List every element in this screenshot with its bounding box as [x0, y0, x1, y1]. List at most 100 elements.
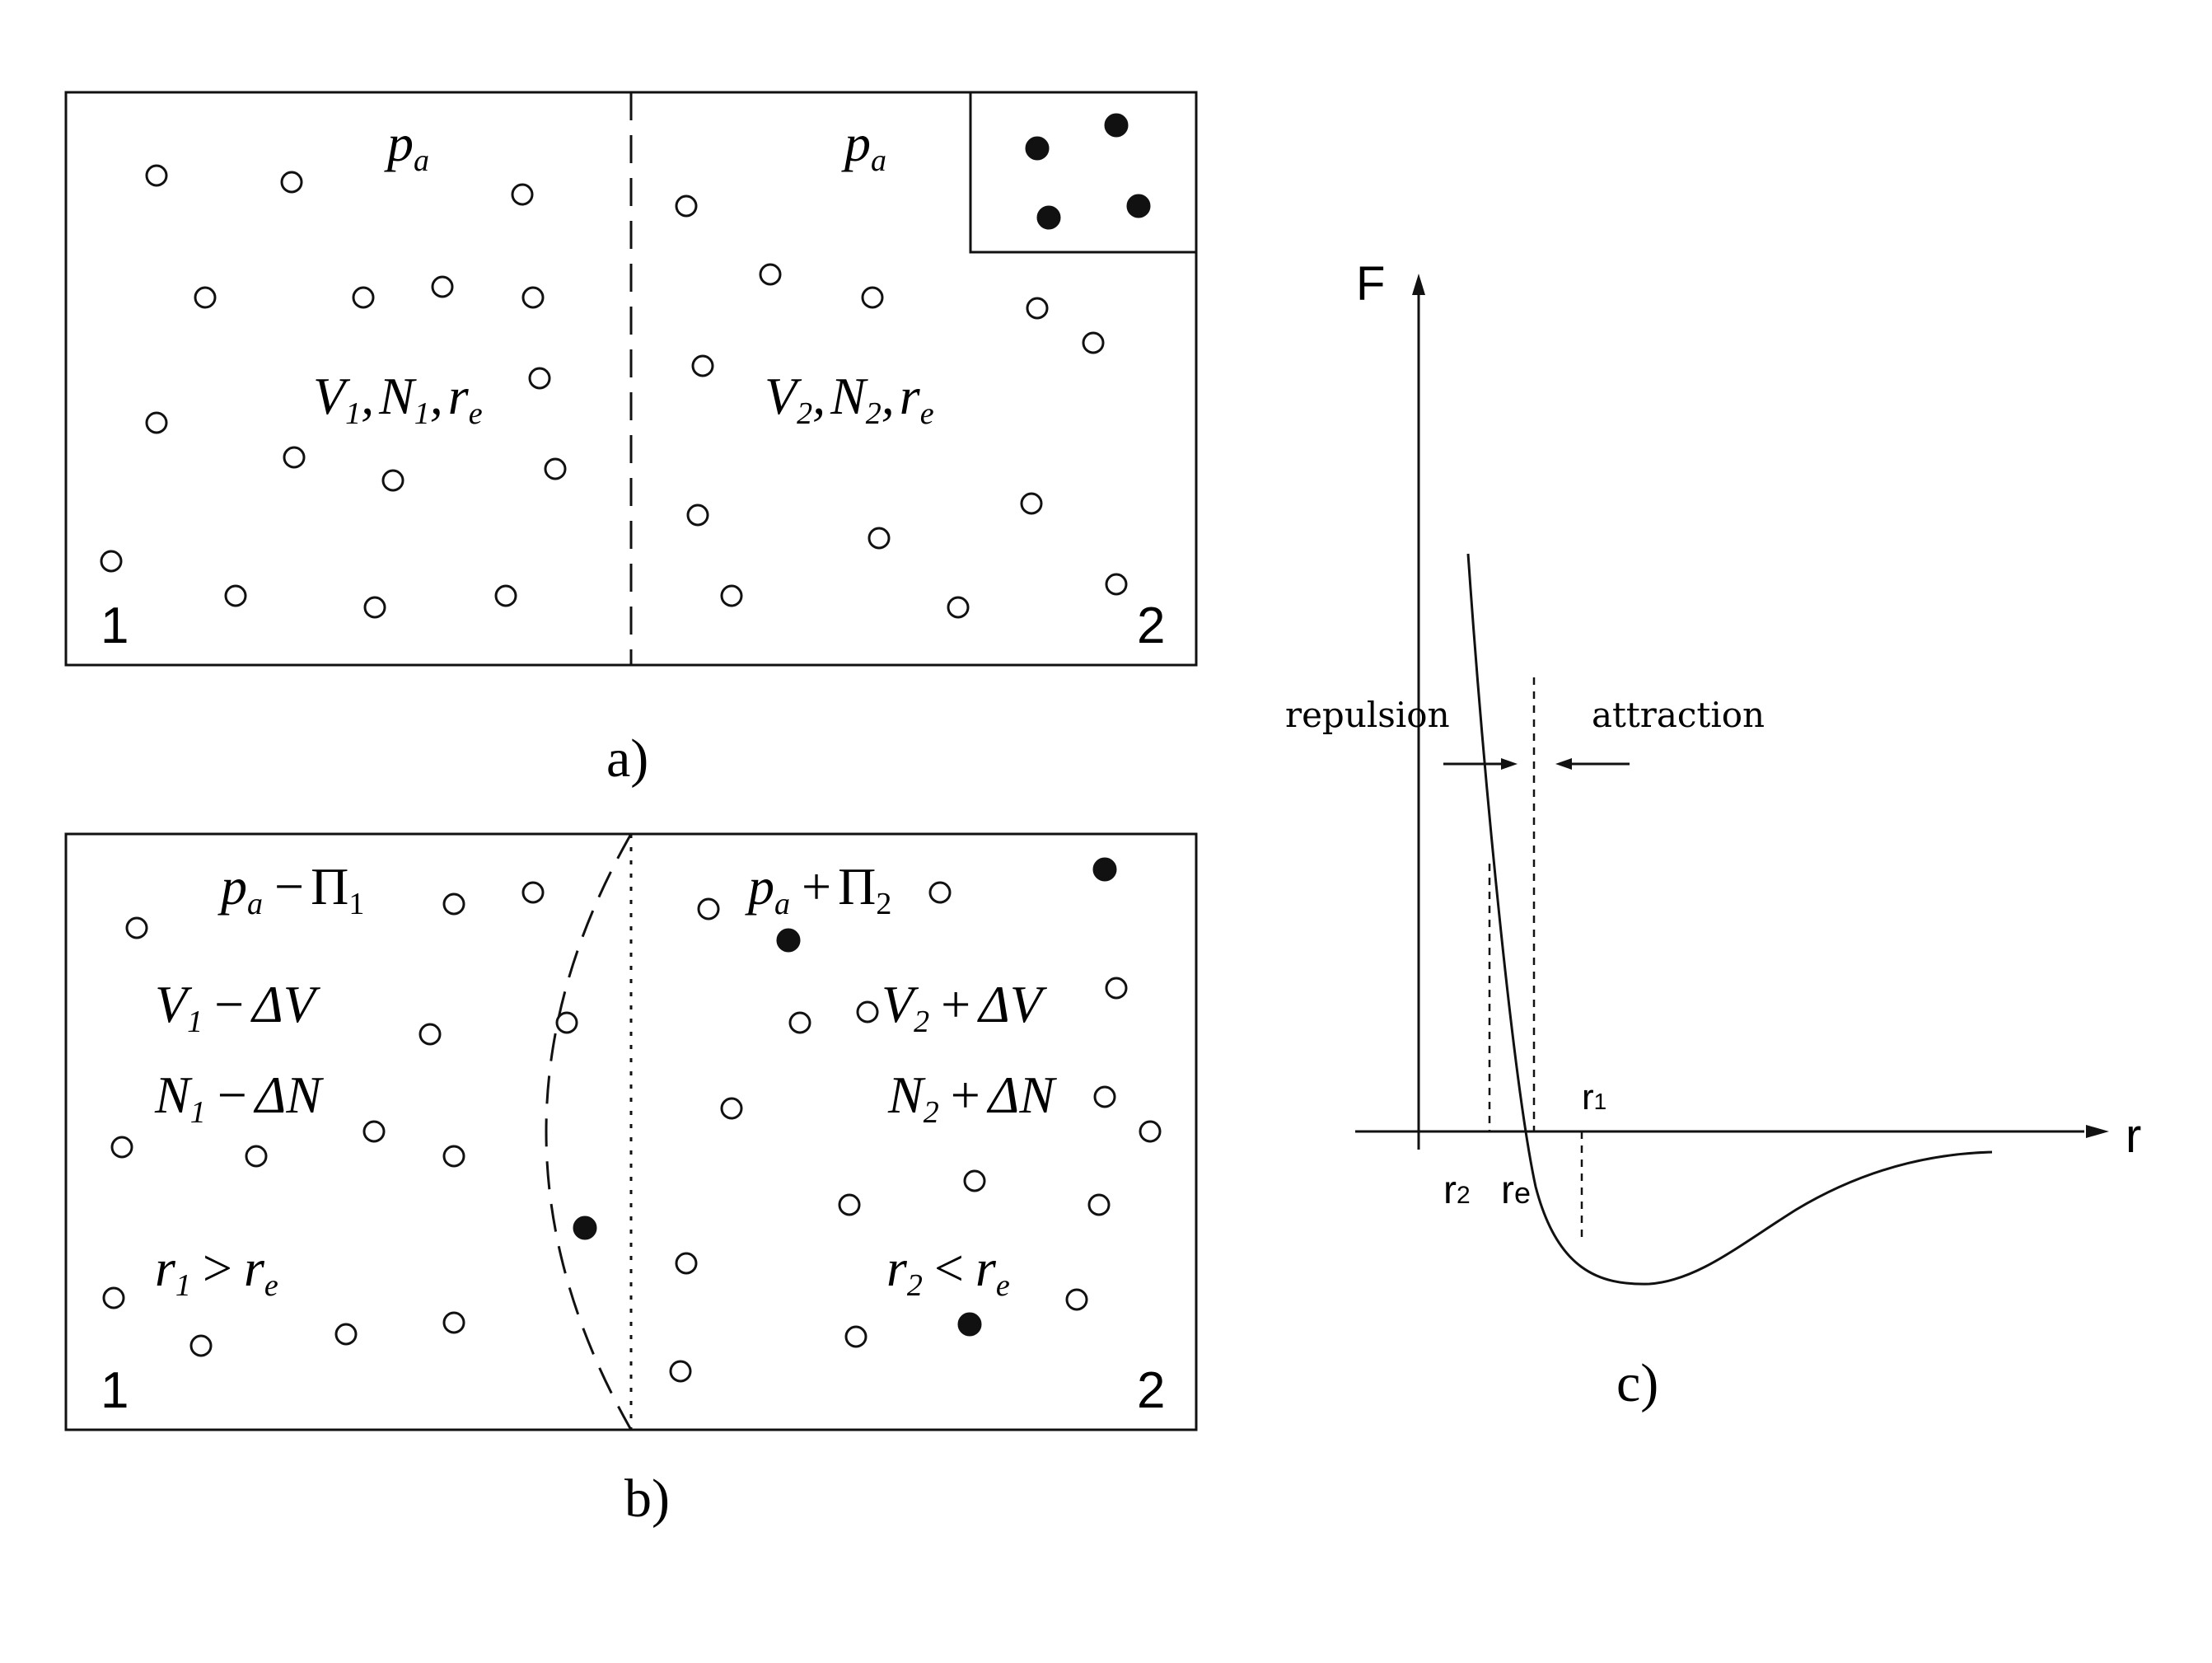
solvent-molecule	[691, 354, 714, 377]
solute-molecule	[776, 928, 801, 953]
solvent-molecule	[686, 504, 709, 527]
x-axis-label: r	[2125, 1109, 2141, 1163]
solvent-molecule	[759, 263, 782, 286]
solvent-molecule	[145, 164, 168, 187]
solvent-molecule	[947, 596, 970, 619]
solvent-molecule	[521, 881, 545, 904]
solvent-molecule	[102, 1286, 125, 1309]
solvent-molecule	[1093, 1085, 1116, 1108]
solvent-molecule	[362, 1120, 386, 1143]
solvent-molecule	[1105, 573, 1128, 596]
solvent-molecule	[720, 1097, 743, 1120]
solvent-molecule	[442, 892, 465, 916]
solvent-molecule	[675, 194, 698, 218]
panel-b-right-volume: V2+ΔV	[882, 975, 1048, 1039]
tick-label-re: re	[1501, 1169, 1531, 1212]
solute-molecule	[573, 1216, 597, 1240]
y-axis-label: F	[1356, 257, 1385, 311]
solvent-molecule	[1065, 1288, 1088, 1311]
panel-a-caption: a)	[606, 728, 648, 789]
repulsion-label: repulsion	[1285, 695, 1450, 735]
solute-molecule	[1025, 136, 1050, 161]
solvent-molecule	[1139, 1120, 1162, 1143]
solvent-molecule	[1087, 1193, 1111, 1216]
solvent-molecule	[838, 1193, 861, 1216]
force-curve	[1466, 553, 1993, 1286]
x-axis-arrowhead	[2086, 1125, 2109, 1138]
tick-label-r2: r2	[1443, 1169, 1471, 1212]
solvent-molecule	[528, 367, 551, 390]
solute-molecule	[1126, 194, 1151, 218]
solute-molecule	[1036, 205, 1061, 230]
panel-a-left-variables: V1,N1,re	[313, 367, 483, 431]
solvent-molecule	[1020, 492, 1043, 515]
panel-a-right-pressure: pa	[841, 114, 886, 178]
solute-molecule	[1092, 857, 1117, 882]
y-axis-arrowhead	[1412, 274, 1425, 295]
panel-b-frame	[64, 832, 1198, 1431]
solvent-molecule	[245, 1145, 268, 1168]
solvent-molecule	[494, 584, 517, 607]
solvent-molecule	[145, 411, 168, 434]
panel-b-corner-label-right: 2	[1137, 1362, 1165, 1419]
solvent-molecule	[280, 171, 303, 194]
solvent-molecule	[856, 1000, 879, 1024]
solvent-molecule	[697, 897, 720, 921]
panel-a-solute-molecules	[1025, 113, 1151, 230]
solvent-molecule	[419, 1023, 442, 1046]
solvent-molecule	[963, 1169, 986, 1192]
solvent-molecule	[1082, 331, 1105, 354]
solvent-molecule	[442, 1145, 465, 1168]
panel-a: pa pa V1,N1,re V2,N2,re 1 2 a)	[64, 91, 1198, 789]
solute-molecule	[957, 1312, 982, 1337]
solvent-molecule	[283, 446, 306, 469]
panel-b-bulged-membrane	[545, 833, 633, 1431]
repulsion-arrowhead	[1501, 758, 1518, 770]
solvent-molecule	[442, 1311, 465, 1334]
panel-a-corner-label-right: 2	[1137, 597, 1165, 654]
solvent-molecule	[352, 286, 375, 309]
attraction-label: attraction	[1592, 695, 1765, 735]
panel-c-caption: c)	[1616, 1353, 1658, 1413]
panel-b: pa−Π1 pa+Π2 V1−ΔV V2+ΔV N1−ΔN N2+ΔN r1>r…	[64, 832, 1198, 1529]
panel-b-solute-molecules	[573, 857, 1117, 1337]
panel-b-right-number: N2+ΔN	[887, 1066, 1057, 1130]
solvent-molecule	[521, 286, 545, 309]
solvent-molecule	[544, 457, 567, 480]
solvent-molecule	[788, 1011, 811, 1034]
solvent-molecule	[431, 275, 454, 298]
panel-a-left-pressure: pa	[384, 114, 429, 178]
solvent-molecule	[844, 1325, 867, 1348]
solvent-molecule	[861, 286, 884, 309]
panel-b-left-pressure: pa−Π1	[217, 857, 364, 921]
solvent-molecule	[1026, 297, 1049, 320]
solvent-molecule	[555, 1011, 578, 1034]
solvent-molecule	[110, 1136, 133, 1159]
solvent-molecule	[669, 1360, 692, 1383]
panel-b-caption: b)	[624, 1469, 670, 1529]
panel-a-solute-inset	[969, 91, 1198, 254]
solvent-molecule	[224, 584, 247, 607]
panel-b-right-pressure: pa+Π2	[745, 857, 891, 921]
solvent-molecule	[1105, 977, 1128, 1000]
panel-b-left-volume: V1−ΔV	[155, 975, 321, 1039]
solvent-molecule	[125, 916, 148, 939]
panel-b-right-radius: r2<re	[886, 1239, 1010, 1303]
solvent-molecule	[100, 550, 123, 573]
solvent-molecule	[334, 1323, 358, 1346]
solvent-molecule	[189, 1334, 213, 1357]
solvent-molecule	[867, 527, 891, 550]
solvent-molecule	[675, 1252, 698, 1275]
tick-label-r1: r1	[1582, 1077, 1606, 1117]
solvent-molecule	[381, 469, 405, 492]
panel-b-corner-label-left: 1	[101, 1362, 129, 1419]
panel-a-corner-label-left: 1	[101, 597, 129, 654]
solute-molecule	[1104, 113, 1129, 138]
solvent-molecule	[194, 286, 217, 309]
panel-b-left-radius: r1>re	[155, 1239, 278, 1303]
panel-b-solvent-molecules	[102, 881, 1162, 1383]
panel-a-solvent-molecules	[100, 164, 1128, 619]
solvent-molecule	[928, 881, 952, 904]
solvent-molecule	[511, 183, 534, 206]
